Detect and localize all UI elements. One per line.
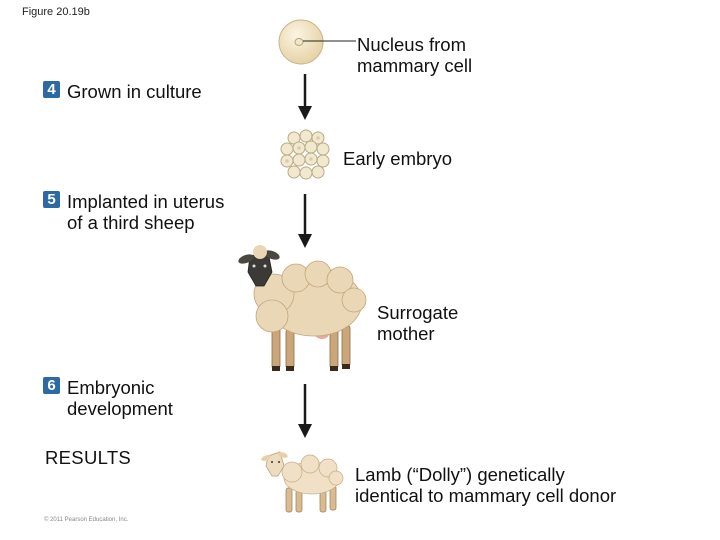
step-line: Grown in culture (67, 81, 202, 102)
step-badge: 4 (43, 81, 60, 98)
step-line: Implanted in uterus (67, 191, 225, 212)
step-line: development (67, 398, 173, 419)
step-line: of a third sheep (67, 212, 195, 233)
step-4: 4 Grown in culture (43, 81, 202, 102)
copyright-notice: © 2011 Pearson Education, Inc. (44, 517, 129, 523)
nucleus-icon (294, 38, 304, 46)
lamb-label-line: identical to mammary cell donor (355, 485, 617, 506)
embryo-label: Early embryo (343, 148, 452, 169)
arrow-down-icon (298, 194, 312, 248)
early-embryo-illustration (280, 129, 330, 180)
lamb-illustration (261, 451, 344, 513)
nucleus-label-line: Nucleus from (357, 34, 466, 55)
step-text: Implanted in uterus of a third sheep (67, 191, 224, 233)
step-6: 6 Embryonic development (43, 377, 173, 419)
embryo-label-line: Early embryo (343, 148, 452, 169)
surrogate-label-line: Surrogate (377, 302, 459, 323)
step-badge: 5 (43, 191, 60, 208)
lamb-label: Lamb (“Dolly”) genetically identical to … (355, 464, 616, 506)
lamb-label-line: Lamb (“Dolly”) genetically (355, 464, 565, 485)
step-text: Embryonic development (67, 377, 173, 419)
egg-cell-illustration (278, 19, 356, 65)
arrow-down-icon (298, 74, 312, 120)
step-line: Embryonic (67, 377, 155, 398)
arrow-down-icon (298, 384, 312, 438)
step-5: 5 Implanted in uterus of a third sheep (43, 191, 224, 233)
surrogate-label: Surrogate mother (377, 302, 458, 344)
step-badge: 6 (43, 377, 60, 394)
nucleus-label-line: mammary cell (357, 55, 473, 76)
figure-label: Figure 20.19b (22, 6, 90, 18)
surrogate-sheep-illustration (238, 245, 367, 371)
results-heading: RESULTS (45, 447, 132, 468)
nucleus-label: Nucleus from mammary cell (357, 34, 472, 76)
step-text: Grown in culture (67, 81, 202, 102)
surrogate-label-line: mother (377, 323, 435, 344)
